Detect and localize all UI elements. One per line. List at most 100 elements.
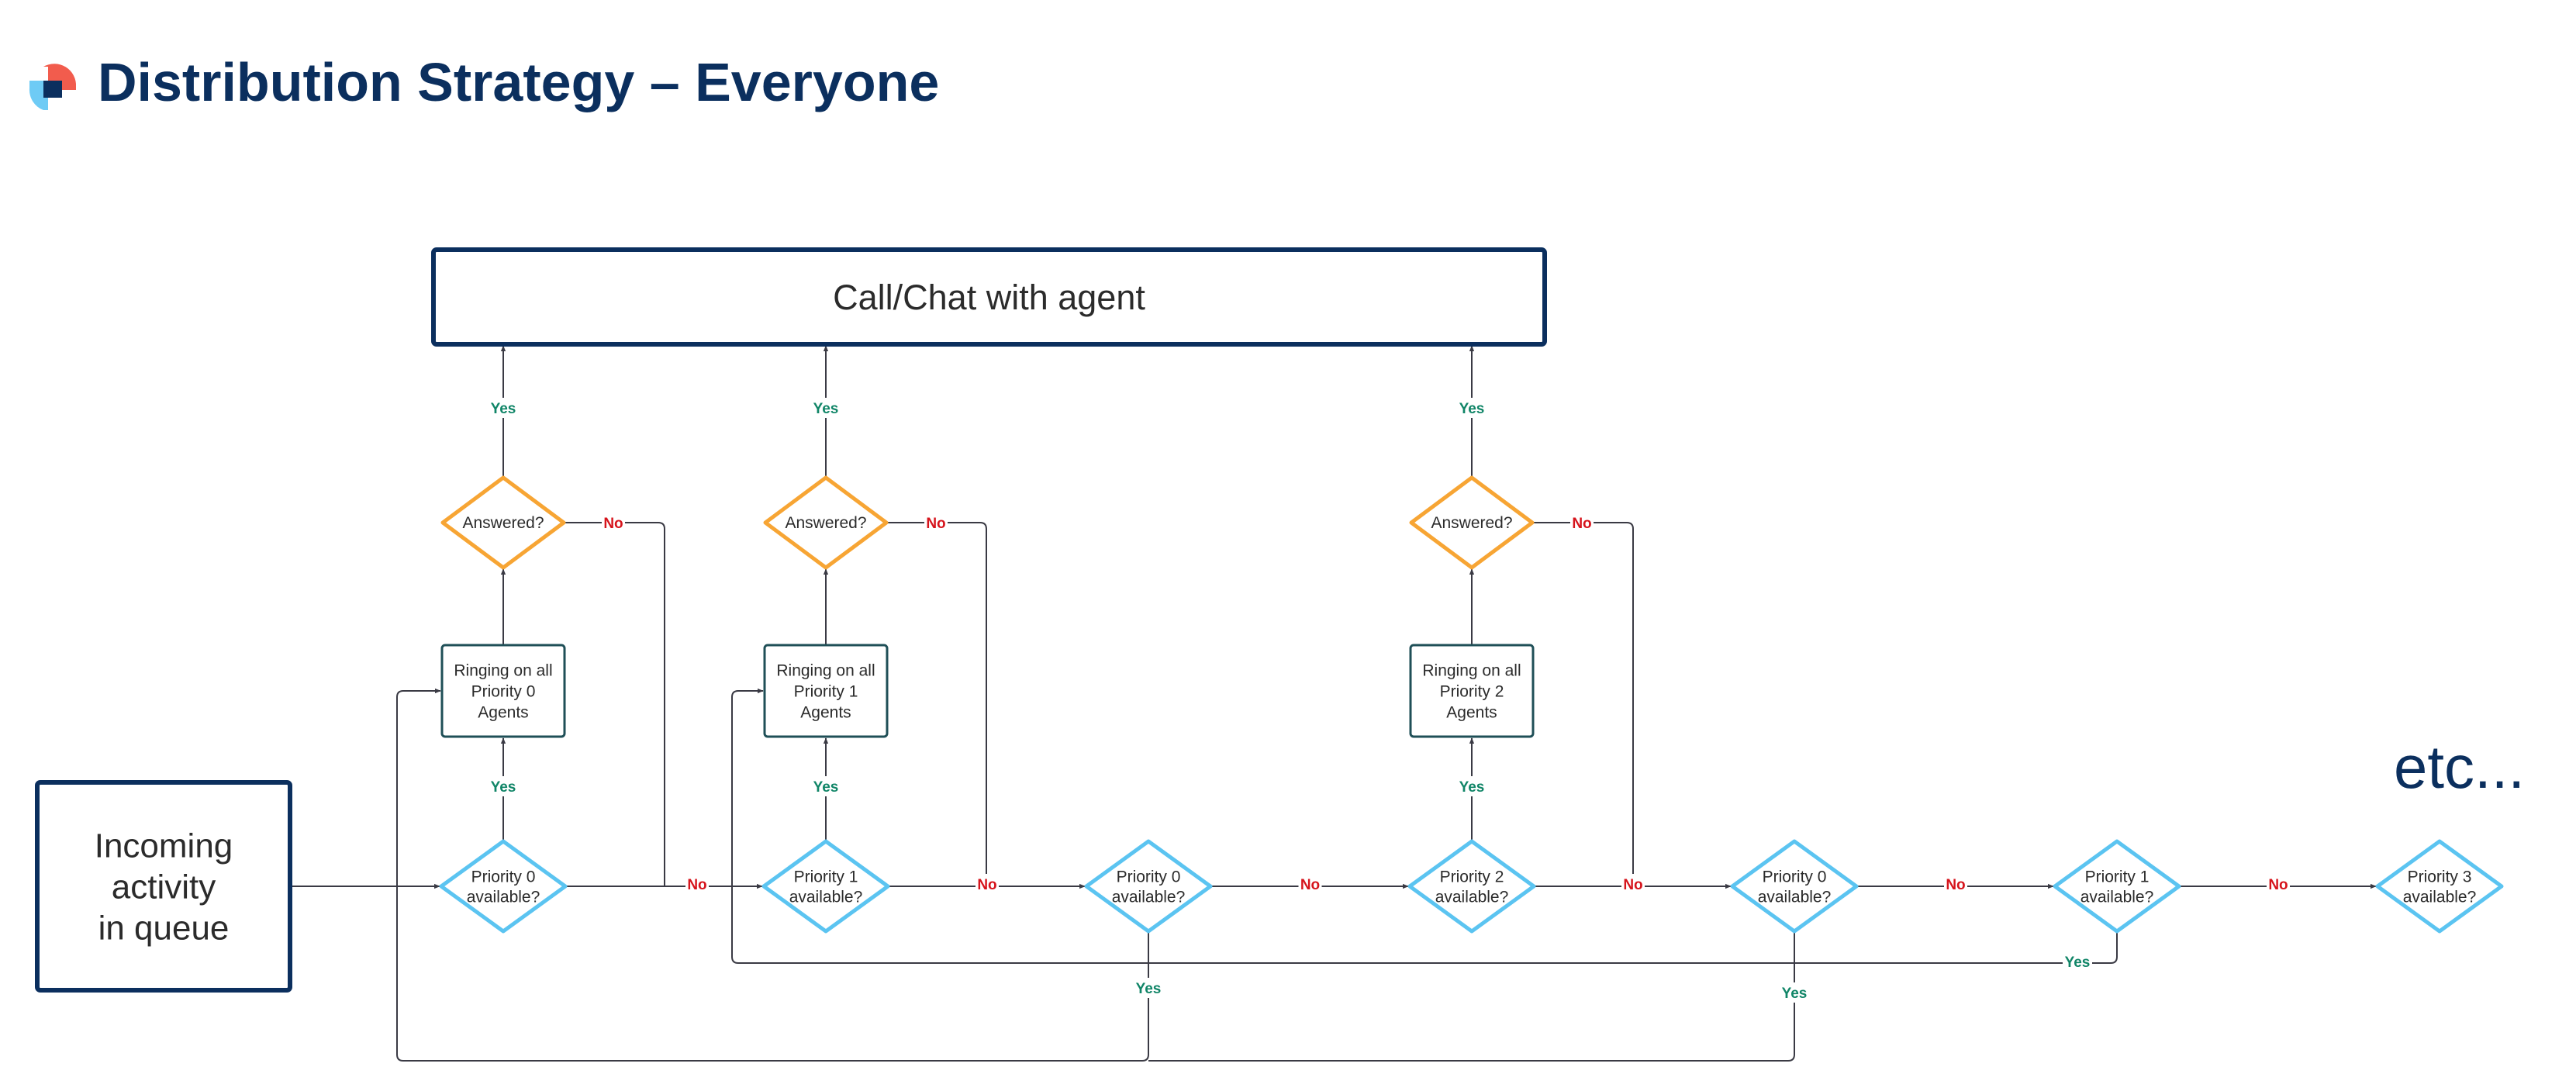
incoming-activity-text-line: Incoming [95, 827, 233, 865]
priority-check-text: Priority 1 available? [789, 868, 863, 906]
priority-check-text: Priority 3 available? [2403, 868, 2477, 906]
yes-label-bg [1457, 776, 1487, 796]
no-label: No [603, 516, 623, 532]
yes-label-bg [1134, 978, 1163, 998]
answered-text: Answered? [462, 514, 544, 532]
no-label-bg [1570, 513, 1594, 533]
priority-check-text-line: Priority 2 [1440, 868, 1504, 886]
priority-check-text: Priority 0 available? [1112, 868, 1186, 906]
no-label: No [1623, 877, 1642, 893]
yes-label-bg [489, 776, 518, 796]
yes-label: Yes [813, 779, 839, 796]
answered-diamond [763, 475, 889, 570]
yes-label: Yes [1459, 779, 1485, 796]
no-label: No [977, 877, 996, 893]
priority-check-text: Priority 0 available? [467, 868, 540, 906]
no-loop [1532, 522, 1634, 886]
yes-label-bg [2063, 951, 2092, 972]
priority-check-text-line: available? [1435, 888, 1509, 906]
answered-text: Answered? [785, 514, 866, 532]
no-label: No [1300, 877, 1320, 893]
answered-diamond [1409, 475, 1535, 570]
no-label: No [1946, 877, 1965, 893]
ringing-agents-text-line: Priority 2 [1440, 682, 1504, 700]
no-label-bg [1944, 874, 1967, 894]
ringing-agents-text-line: Ringing on all [454, 661, 552, 679]
incoming-activity-text-line: in queue [98, 909, 230, 947]
no-label: No [926, 516, 945, 532]
no-label-bg [2267, 874, 2290, 894]
priority-check-text-line: Priority 3 [2408, 868, 2472, 886]
yes-label: Yes [491, 401, 516, 417]
ringing-agents-text-line: Priority 0 [471, 682, 536, 700]
priority-diamond [1407, 839, 1536, 934]
no-label-bg [924, 513, 948, 533]
no-label: No [687, 877, 706, 893]
yes-label-bg [1457, 398, 1487, 418]
incoming-activity-text-line: activity [112, 868, 216, 906]
priority-diamond [1730, 839, 1859, 934]
priority-diamond [2375, 839, 2504, 934]
no-label: No [1572, 516, 1591, 532]
yes-label: Yes [491, 779, 516, 796]
no-loop [564, 522, 665, 886]
answered-text: Answered? [1431, 514, 1512, 532]
ringing-agents-box [1409, 644, 1535, 738]
ringing-agents-box [440, 644, 566, 738]
no-label-bg [975, 874, 999, 894]
no-label: No [2268, 877, 2288, 893]
ringing-agents-text-line: Agents [478, 703, 528, 721]
yes-label: Yes [1459, 401, 1485, 417]
ringing-agents-box [763, 644, 889, 738]
yes-label-bg [811, 776, 841, 796]
priority-check-text-line: available? [789, 888, 863, 906]
yes-loop-p0b [1148, 931, 1795, 1062]
no-label-bg [685, 874, 709, 894]
no-label-bg [1298, 874, 1322, 894]
yes-loop-p1 [731, 688, 2118, 964]
ringing-agents-text-line: Priority 1 [794, 682, 858, 700]
incoming-activity-box [35, 780, 292, 993]
priority-check-text: Priority 2 available? [1435, 868, 1509, 906]
priority-diamond [439, 839, 568, 934]
call-chat-with-agent-text: Call/Chat with agent [833, 278, 1145, 317]
priority-check-text-line: available? [1758, 888, 1832, 906]
priority-diamond [2053, 839, 2181, 934]
ringing-agents-text-line: Agents [1446, 703, 1497, 721]
priority-diamond [1084, 839, 1213, 934]
yes-loop-p0 [396, 688, 1149, 1062]
priority-check-text-line: available? [1112, 888, 1186, 906]
etc-text: etc... [2394, 733, 2525, 801]
priority-check-text-line: Priority 1 [794, 868, 858, 886]
call-chat-with-agent-box [431, 247, 1547, 347]
yes-label: Yes [813, 401, 839, 417]
priority-diamond [761, 839, 890, 934]
priority-check-text-line: Priority 0 [1763, 868, 1827, 886]
yes-label: Yes [1136, 981, 1162, 997]
priority-check-text-line: available? [2080, 888, 2154, 906]
ringing-agents-text-line: Ringing on all [1422, 661, 1521, 679]
page-title: Distribution Strategy – Everyone [98, 52, 940, 112]
priority-check-text-line: available? [2403, 888, 2477, 906]
no-loop [886, 522, 987, 886]
yes-label-bg [489, 398, 518, 418]
yes-label: Yes [2065, 955, 2091, 971]
ringing-agents-text-line: Ringing on all [776, 661, 875, 679]
yes-label-bg [1780, 982, 1809, 1003]
yes-label: Yes [1782, 986, 1808, 1002]
no-label-bg [602, 513, 625, 533]
priority-check-text-line: Priority 0 [1117, 868, 1181, 886]
no-label-bg [1621, 874, 1645, 894]
priority-check-text-line: Priority 0 [471, 868, 536, 886]
answered-diamond [440, 475, 566, 570]
priority-check-text-line: available? [467, 888, 540, 906]
ringing-agents-text-line: Agents [800, 703, 851, 721]
priority-check-text: Priority 0 available? [1758, 868, 1832, 906]
